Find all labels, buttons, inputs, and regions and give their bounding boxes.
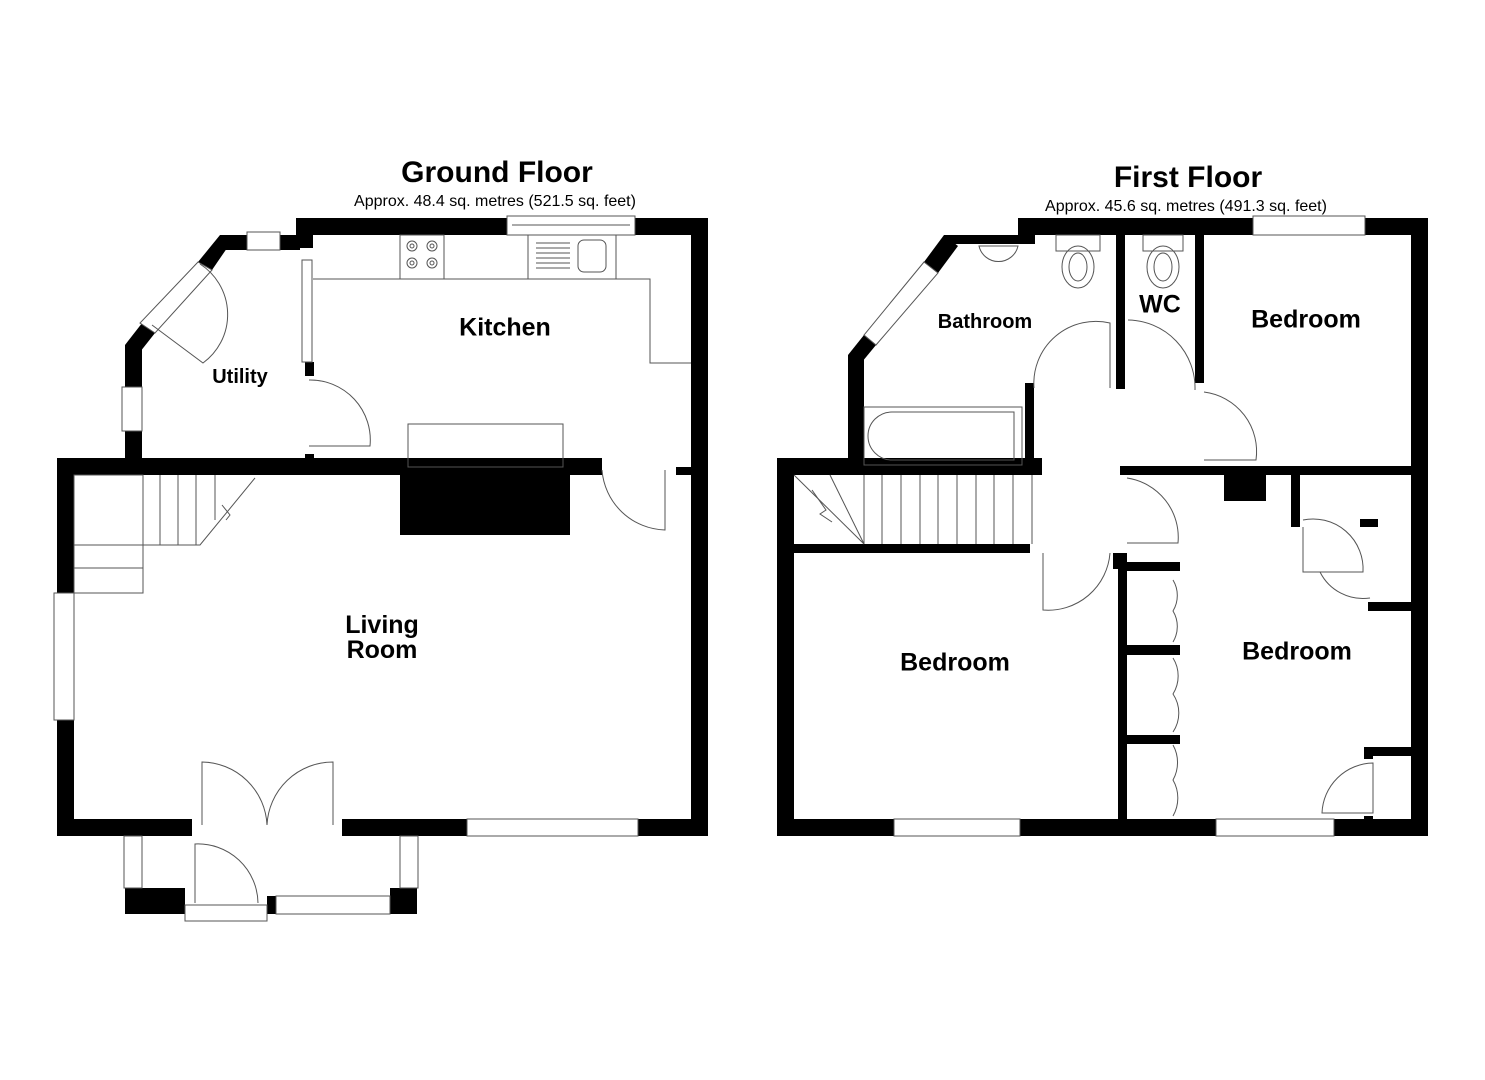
room-name: Kitchen: [459, 313, 551, 342]
room-label-living-room: Living Room: [345, 613, 419, 663]
room-name: Utility: [212, 366, 268, 388]
first-floor-plan: [777, 215, 1428, 837]
room-label-bedroom-2: Bedroom: [900, 648, 1010, 677]
room-label-wc: WC: [1139, 290, 1181, 319]
ground-floor-title: Ground Floor: [401, 156, 593, 189]
room-label-bedroom-1: Bedroom: [1251, 305, 1361, 334]
room-name: Living: [345, 611, 419, 639]
room-name: Bedroom: [1242, 637, 1352, 666]
first-floor-title: First Floor: [1113, 161, 1263, 194]
room-name: Bathroom: [937, 311, 1033, 333]
first-floor-area: Approx. 45.6 sq. metres (491.3 sq. feet): [1045, 198, 1327, 215]
room-name-line2: Room: [346, 636, 418, 664]
ground-floor-plan: [53, 215, 708, 922]
room-label-bathroom: Bathroom: [938, 312, 1032, 332]
room-name: Bedroom: [900, 648, 1010, 677]
room-label-utility: Utility: [212, 367, 268, 387]
ground-floor-area: Approx. 48.4 sq. metres (521.5 sq. feet): [354, 193, 636, 210]
room-label-bedroom-3: Bedroom: [1242, 637, 1352, 666]
room-name: Bedroom: [1251, 305, 1361, 334]
room-label-kitchen: Kitchen: [459, 313, 551, 342]
room-name: WC: [1139, 290, 1181, 319]
